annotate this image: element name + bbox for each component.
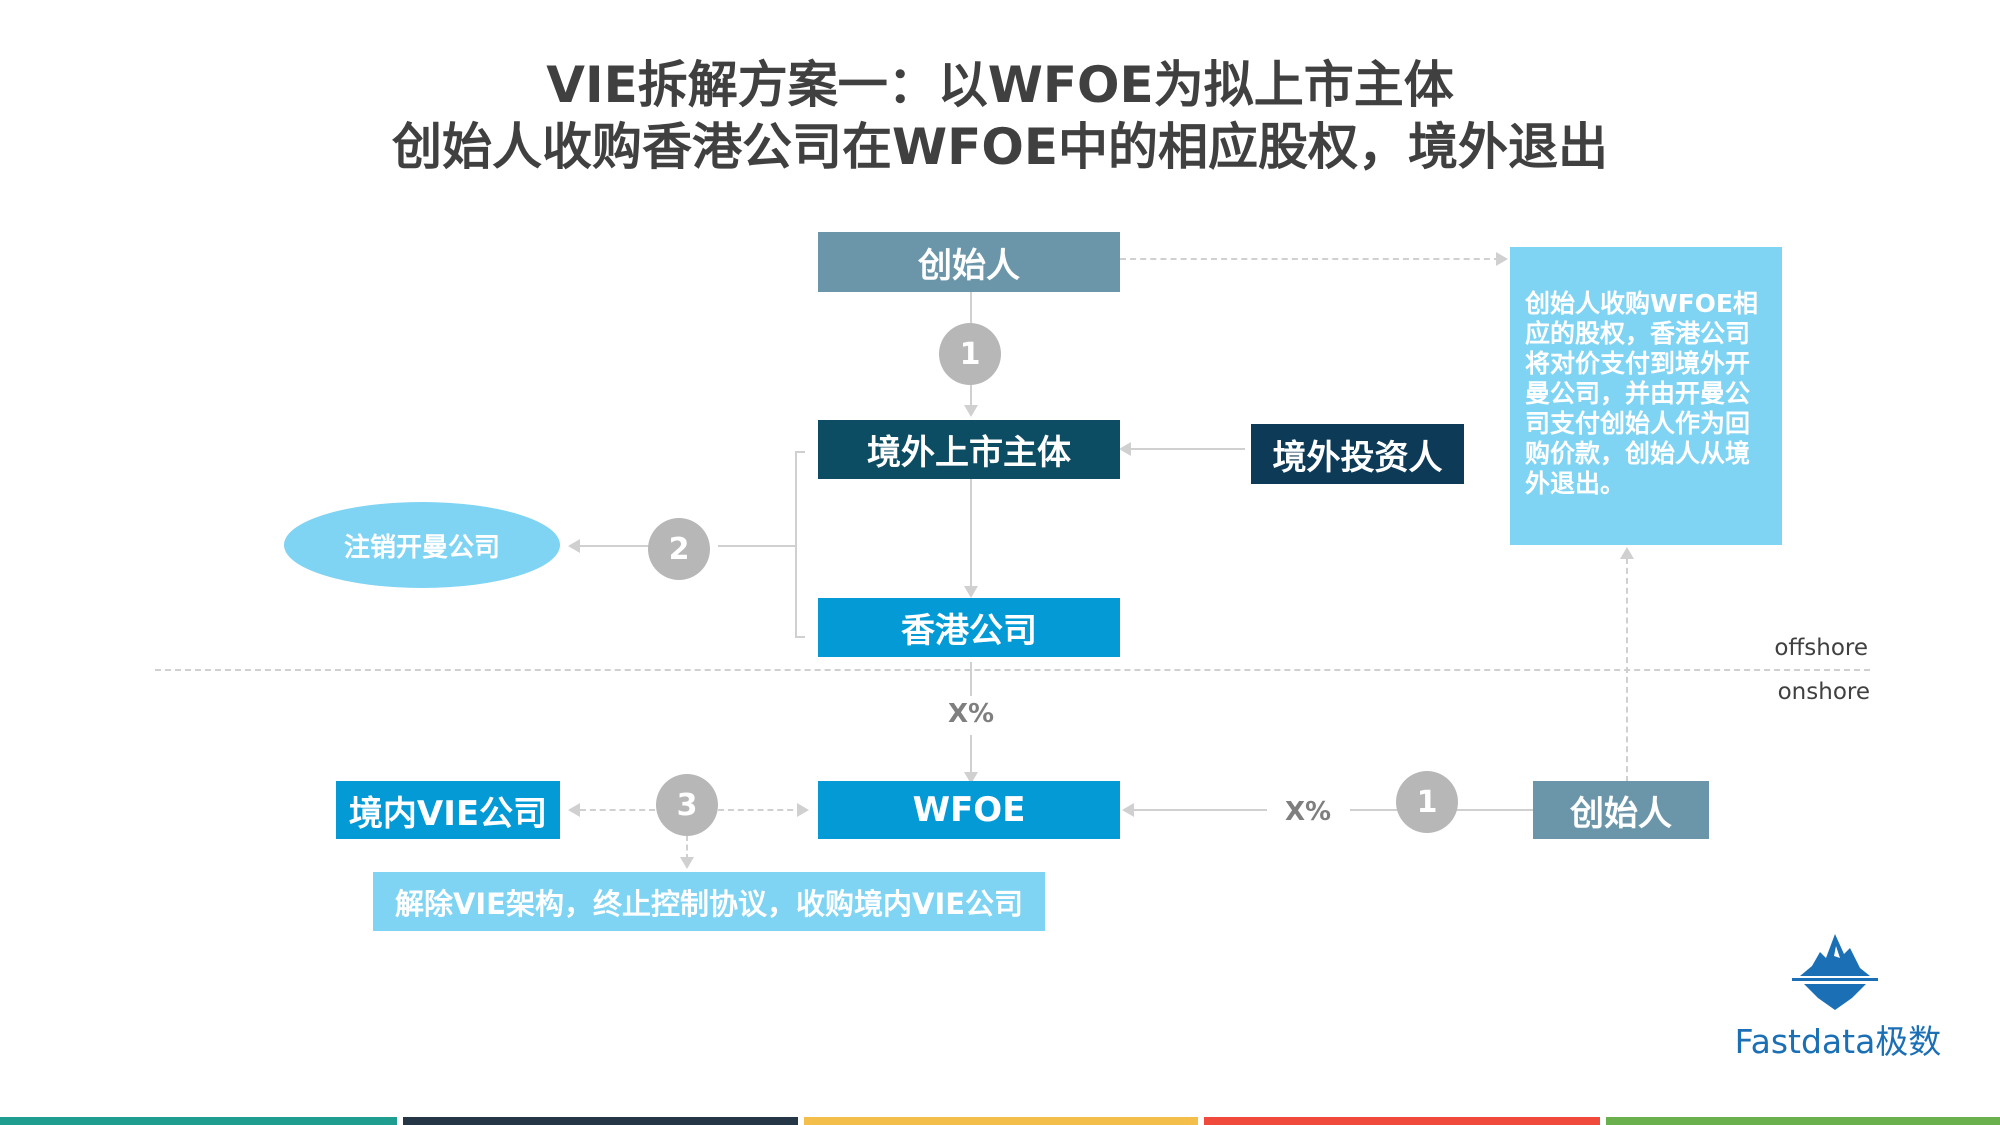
bottom-bar-teal xyxy=(0,1117,397,1125)
dashed-circle3-remove xyxy=(686,835,688,860)
arrow-left-cayman xyxy=(568,539,580,553)
connector-circle1-offshore xyxy=(970,385,972,406)
wfoe-box: WFOE xyxy=(818,781,1120,839)
step-circle-1-top: 1 xyxy=(939,323,1001,385)
bottom-bar-navy xyxy=(403,1117,798,1125)
connector-hk-xpct xyxy=(970,662,972,696)
step-circle-3: 3 xyxy=(656,774,718,836)
offshore-entity-box: 境外上市主体 xyxy=(818,420,1120,479)
bottom-bar-red xyxy=(1204,1117,1600,1125)
offshore-label: offshore xyxy=(1774,635,1868,661)
connector-investor-offshore xyxy=(1130,448,1245,450)
x-percent-vertical-label: X% xyxy=(948,699,995,729)
title-line-1: VIE拆解方案一：以WFOE为拟上市主体 xyxy=(546,56,1454,114)
bracket-top xyxy=(795,451,805,453)
connector-circle1b-founder xyxy=(1460,809,1533,811)
remove-vie-box: 解除VIE架构，终止控制协议，收购境内VIE公司 xyxy=(373,872,1045,931)
connector-xpct-wfoe xyxy=(970,735,972,776)
domestic-vie-box: 境内VIE公司 xyxy=(336,781,560,839)
founder-top-box: 创始人 xyxy=(818,232,1120,292)
bracket-left xyxy=(795,451,797,637)
offshore-onshore-divider xyxy=(155,669,1870,671)
founder-bottom-box: 创始人 xyxy=(1533,781,1709,839)
connector-circle2-cayman xyxy=(580,545,650,547)
arrow-right-note xyxy=(1496,252,1508,266)
step-circle-1-bottom: 1 xyxy=(1396,771,1458,833)
arrow-left-offshore xyxy=(1119,442,1131,456)
dashed-founder-up-note xyxy=(1626,558,1628,782)
step-circle-2: 2 xyxy=(648,518,710,580)
arrow-down-remove xyxy=(680,857,694,869)
connector-xpct-wfoe-h xyxy=(1132,809,1267,811)
logo-text: Fastdata极数 xyxy=(1734,1022,1942,1061)
bottom-bar-yellow xyxy=(804,1117,1198,1125)
arrow-left-domestic xyxy=(568,803,580,817)
dashed-founder-note xyxy=(1120,258,1500,260)
connector-founder-circle1 xyxy=(970,292,972,342)
arrow-up-note xyxy=(1620,547,1634,559)
onshore-label: onshore xyxy=(1777,679,1870,705)
arrow-down-offshore xyxy=(964,405,978,417)
bottom-bar-green xyxy=(1606,1117,2000,1125)
arrow-right-wfoe xyxy=(797,803,809,817)
arrow-left-wfoe xyxy=(1122,803,1134,817)
bracket-bottom xyxy=(795,636,805,638)
connector-bracket-circle2 xyxy=(718,545,795,547)
cayman-cancel-ellipse: 注销开曼公司 xyxy=(284,502,560,588)
explanation-note: 创始人收购WFOE相应的股权，香港公司将对价支付到境外开曼公司，并由开曼公司支付… xyxy=(1510,247,1782,545)
iceberg-icon xyxy=(1790,932,1880,1012)
arrow-down-hk xyxy=(964,586,978,598)
connector-offshore-hk xyxy=(970,479,972,589)
hk-company-box: 香港公司 xyxy=(818,598,1120,657)
x-percent-horizontal-label: X% xyxy=(1285,797,1332,827)
title-line-2: 创始人收购香港公司在WFOE中的相应股权，境外退出 xyxy=(392,118,1608,176)
offshore-investor-box: 境外投资人 xyxy=(1251,424,1464,484)
